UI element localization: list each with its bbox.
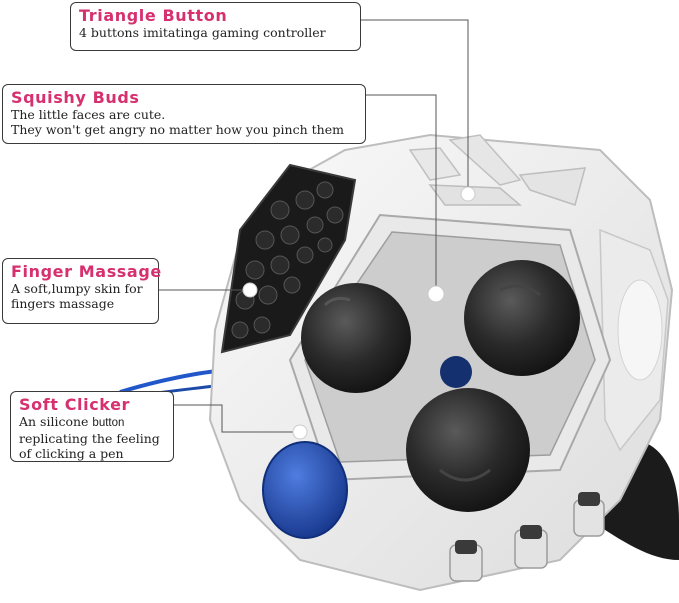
callout-dots — [242, 186, 476, 440]
callout-title: Triangle Button — [79, 6, 228, 25]
center-button — [440, 356, 472, 388]
callout-text-part: button — [92, 417, 125, 429]
callout-title: Squishy Buds — [11, 88, 140, 107]
callout-triangle-button: Triangle Button 4 buttons imitatinga gam… — [70, 2, 361, 51]
callout-text: An silicone button — [19, 414, 165, 431]
massage-panel — [220, 163, 357, 354]
soft-clicker — [262, 441, 348, 539]
bud-face-bottom — [439, 468, 491, 482]
callout-text: fingers massage — [11, 296, 115, 311]
callout-text: A soft,lumpy skin for — [11, 281, 143, 296]
callout-text: 4 buttons imitatinga gaming controller — [79, 25, 326, 40]
callout-finger-massage: Finger Massage A soft,lumpy skin for fin… — [2, 258, 162, 324]
callout-text: They won't get angry no matter how you p… — [11, 122, 344, 137]
bud-face-right — [499, 284, 541, 297]
callout-connectors — [159, 19, 469, 433]
callout-text: The little faces are cute. — [11, 107, 166, 122]
bottom-switches — [449, 492, 605, 582]
bud-face-left — [323, 296, 351, 307]
callout-soft-clicker: Soft Clicker An silicone button replicat… — [10, 391, 174, 462]
squishy-bud-left — [301, 283, 411, 393]
callout-text: of clicking a pen — [19, 446, 124, 461]
callout-title: Soft Clicker — [19, 395, 131, 414]
callout-squishy-buds: Squishy Buds The little faces are cute. … — [2, 84, 366, 144]
squishy-bud-right — [464, 260, 580, 376]
triangle-button-4 — [518, 167, 587, 206]
triangle-button-2 — [408, 147, 462, 181]
callout-text: replicating the feeling — [19, 431, 160, 446]
squishy-bud-bottom — [406, 388, 530, 512]
right-face-disc — [617, 279, 663, 381]
callout-title: Finger Massage — [11, 262, 162, 281]
massage-bumps — [231, 181, 344, 339]
callout-text-part: An silicone — [19, 414, 93, 429]
